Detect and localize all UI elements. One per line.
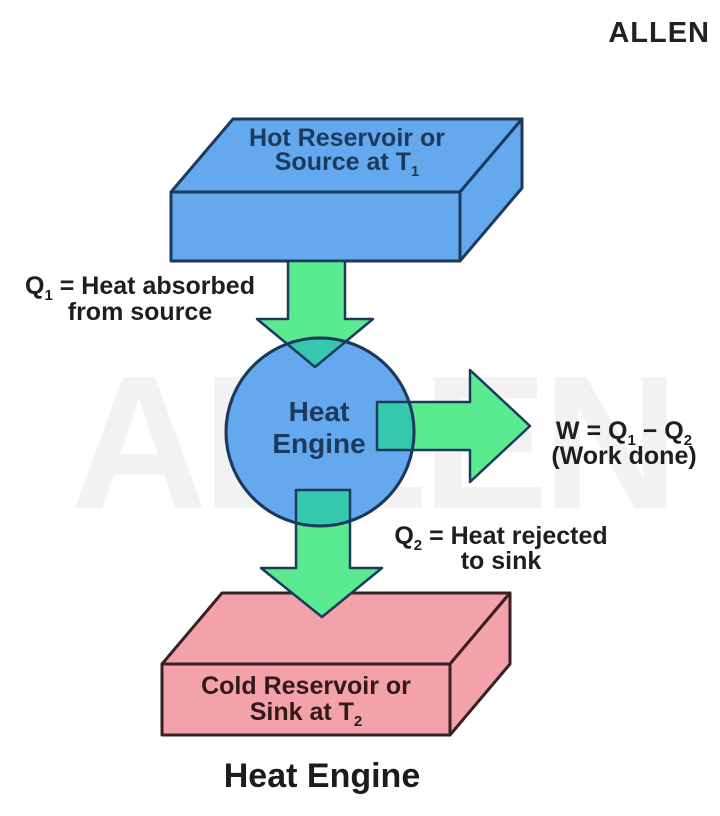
q1-label-line2: from source — [67, 298, 213, 326]
hot-box-right-face — [458, 117, 524, 263]
hot-reservoir-box — [169, 117, 524, 263]
q2-label-line2: to sink — [460, 547, 542, 575]
work-out-arrow-overlap — [375, 368, 414, 484]
cold-reservoir-label-line2-text: Sink at T — [249, 698, 354, 726]
heat-engine-circle-outline — [224, 336, 416, 528]
cold-reservoir-label-line2: Sink at T2 — [201, 698, 411, 729]
q1-symbol: Q — [25, 272, 45, 300]
q2-subscript: 2 — [413, 537, 423, 554]
heat-engine-label-line1: Heat — [288, 396, 350, 427]
work-equation-part2: − Q — [635, 417, 684, 445]
q1-label: Q1 = Heat absorbed from source — [25, 273, 255, 325]
cold-reservoir-label-line1: Cold Reservoir or — [201, 672, 411, 700]
q2-symbol: Q — [394, 522, 414, 550]
hot-reservoir-label-line1: Hot Reservoir or — [249, 124, 445, 152]
work-label-line1: W = Q1 − Q2 — [551, 417, 696, 449]
hot-reservoir-label: Hot Reservoir or Source at T1 — [249, 124, 445, 180]
hot-reservoir-label-line2-text: Source at T — [274, 148, 411, 176]
heat-engine-label: Heat Engine — [272, 396, 365, 460]
cold-reservoir-label: Cold Reservoir or Sink at T2 — [201, 672, 411, 729]
heat-out-arrow-overlap — [259, 488, 384, 526]
heat-engine-label-line2: Engine — [272, 428, 366, 459]
diagram-title: Heat Engine — [223, 757, 421, 795]
q2-label-line1: Q2 = Heat rejected — [394, 522, 608, 554]
q2-label: Q2 = Heat rejected to sink — [394, 524, 607, 574]
work-label-line2: (Work done) — [551, 442, 697, 470]
cold-reservoir-box — [160, 591, 512, 737]
work-equation-part1: W = Q — [555, 417, 628, 445]
cold-reservoir-subscript: 2 — [353, 713, 363, 730]
hot-reservoir-subscript: 1 — [410, 163, 420, 180]
q1-description: = Heat absorbed — [52, 272, 255, 300]
q1-label-line1: Q1 = Heat absorbed — [25, 272, 255, 303]
work-label: W = Q1 − Q2 (Work done) — [551, 419, 696, 469]
q2-description: = Heat rejected — [422, 522, 608, 550]
allen-logo: ALLEN — [608, 17, 710, 49]
q1-subscript: 1 — [44, 287, 53, 304]
hot-reservoir-label-line2: Source at T1 — [249, 148, 445, 180]
hot-box-front-face — [169, 190, 462, 263]
work-subscript2: 2 — [683, 432, 693, 449]
work-subscript1: 1 — [627, 432, 636, 449]
cold-box-right-face — [448, 591, 512, 737]
